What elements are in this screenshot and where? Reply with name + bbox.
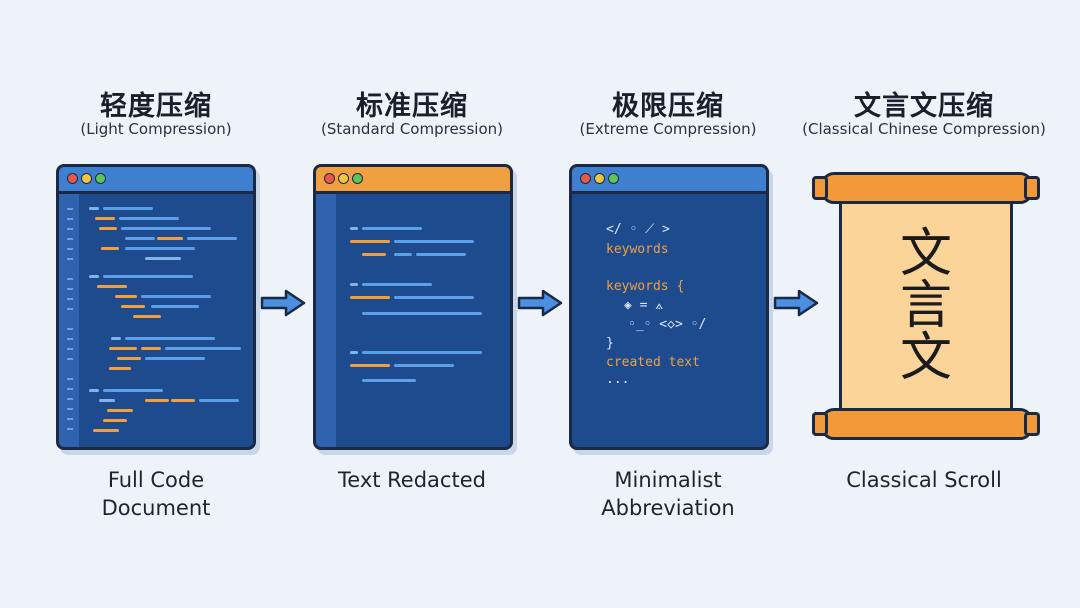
code-window-redacted [313, 164, 513, 450]
close-dot-icon [324, 173, 335, 184]
stage-caption: Text Redacted [292, 466, 532, 494]
minimize-dot-icon [338, 173, 349, 184]
caption-text: Minimalist Abbreviation [601, 468, 735, 520]
minimize-dot-icon [81, 173, 92, 184]
caption-text: Classical Scroll [846, 468, 1002, 492]
code-token: keywords { [606, 279, 685, 294]
code-token: ◈ = ⟑ [624, 298, 664, 313]
scroll-character: 文 [899, 328, 952, 388]
close-dot-icon [67, 173, 78, 184]
caption-text: Text Redacted [338, 468, 486, 492]
maximize-dot-icon [608, 173, 619, 184]
code-token: keywords [606, 242, 669, 257]
stage-subtitle: (Standard Compression) [320, 120, 504, 138]
stage-subtitle: (Extreme Compression) [579, 120, 757, 138]
stage-title: 文言文压缩 [854, 91, 994, 122]
code-token: ◦_◦ <◇> ◦/ [628, 317, 707, 332]
stage-subtitle: (Light Compression) [80, 120, 232, 138]
scroll-knob [1024, 176, 1040, 200]
stage-caption: Minimalist Abbreviation [548, 466, 788, 522]
line-number-gutter [59, 194, 79, 447]
scroll-knob [812, 176, 828, 200]
code-token: </ ◦ ⟋ > [606, 222, 670, 237]
stage-title: 轻度压缩 [100, 91, 212, 122]
arrow-right-icon [517, 289, 563, 317]
scroll-paper: 文 言 文 [839, 196, 1013, 412]
code-window-minimal: </ ◦ ⟋ > keywords keywords { ◈ = ⟑ ◦_◦ <… [569, 164, 769, 450]
close-dot-icon [580, 173, 591, 184]
maximize-dot-icon [95, 173, 106, 184]
window-titlebar [59, 167, 253, 194]
code-token: } [606, 336, 614, 351]
code-window-full [56, 164, 256, 450]
scroll-rod-bottom [821, 408, 1033, 440]
stage-caption: Classical Scroll [804, 466, 1044, 494]
scroll-knob [1024, 412, 1040, 436]
scroll-character: 文 [899, 224, 952, 284]
code-token: ... [606, 372, 630, 387]
stage-caption: Full Code Document [36, 466, 276, 522]
arrow-right-icon [773, 289, 819, 317]
stage-title: 极限压缩 [612, 91, 724, 122]
arrow-right-icon [260, 289, 306, 317]
scroll-knob [812, 412, 828, 436]
caption-text: Full Code Document [101, 468, 211, 520]
window-titlebar [316, 167, 510, 194]
scroll-character: 言 [899, 276, 952, 336]
line-number-gutter [316, 194, 336, 447]
stage-title: 标准压缩 [356, 91, 468, 122]
minimize-dot-icon [594, 173, 605, 184]
maximize-dot-icon [352, 173, 363, 184]
code-token: created text [606, 355, 700, 370]
scroll-rod-top [821, 172, 1033, 204]
stage-subtitle: (Classical Chinese Compression) [802, 120, 1046, 138]
window-titlebar [572, 167, 766, 194]
